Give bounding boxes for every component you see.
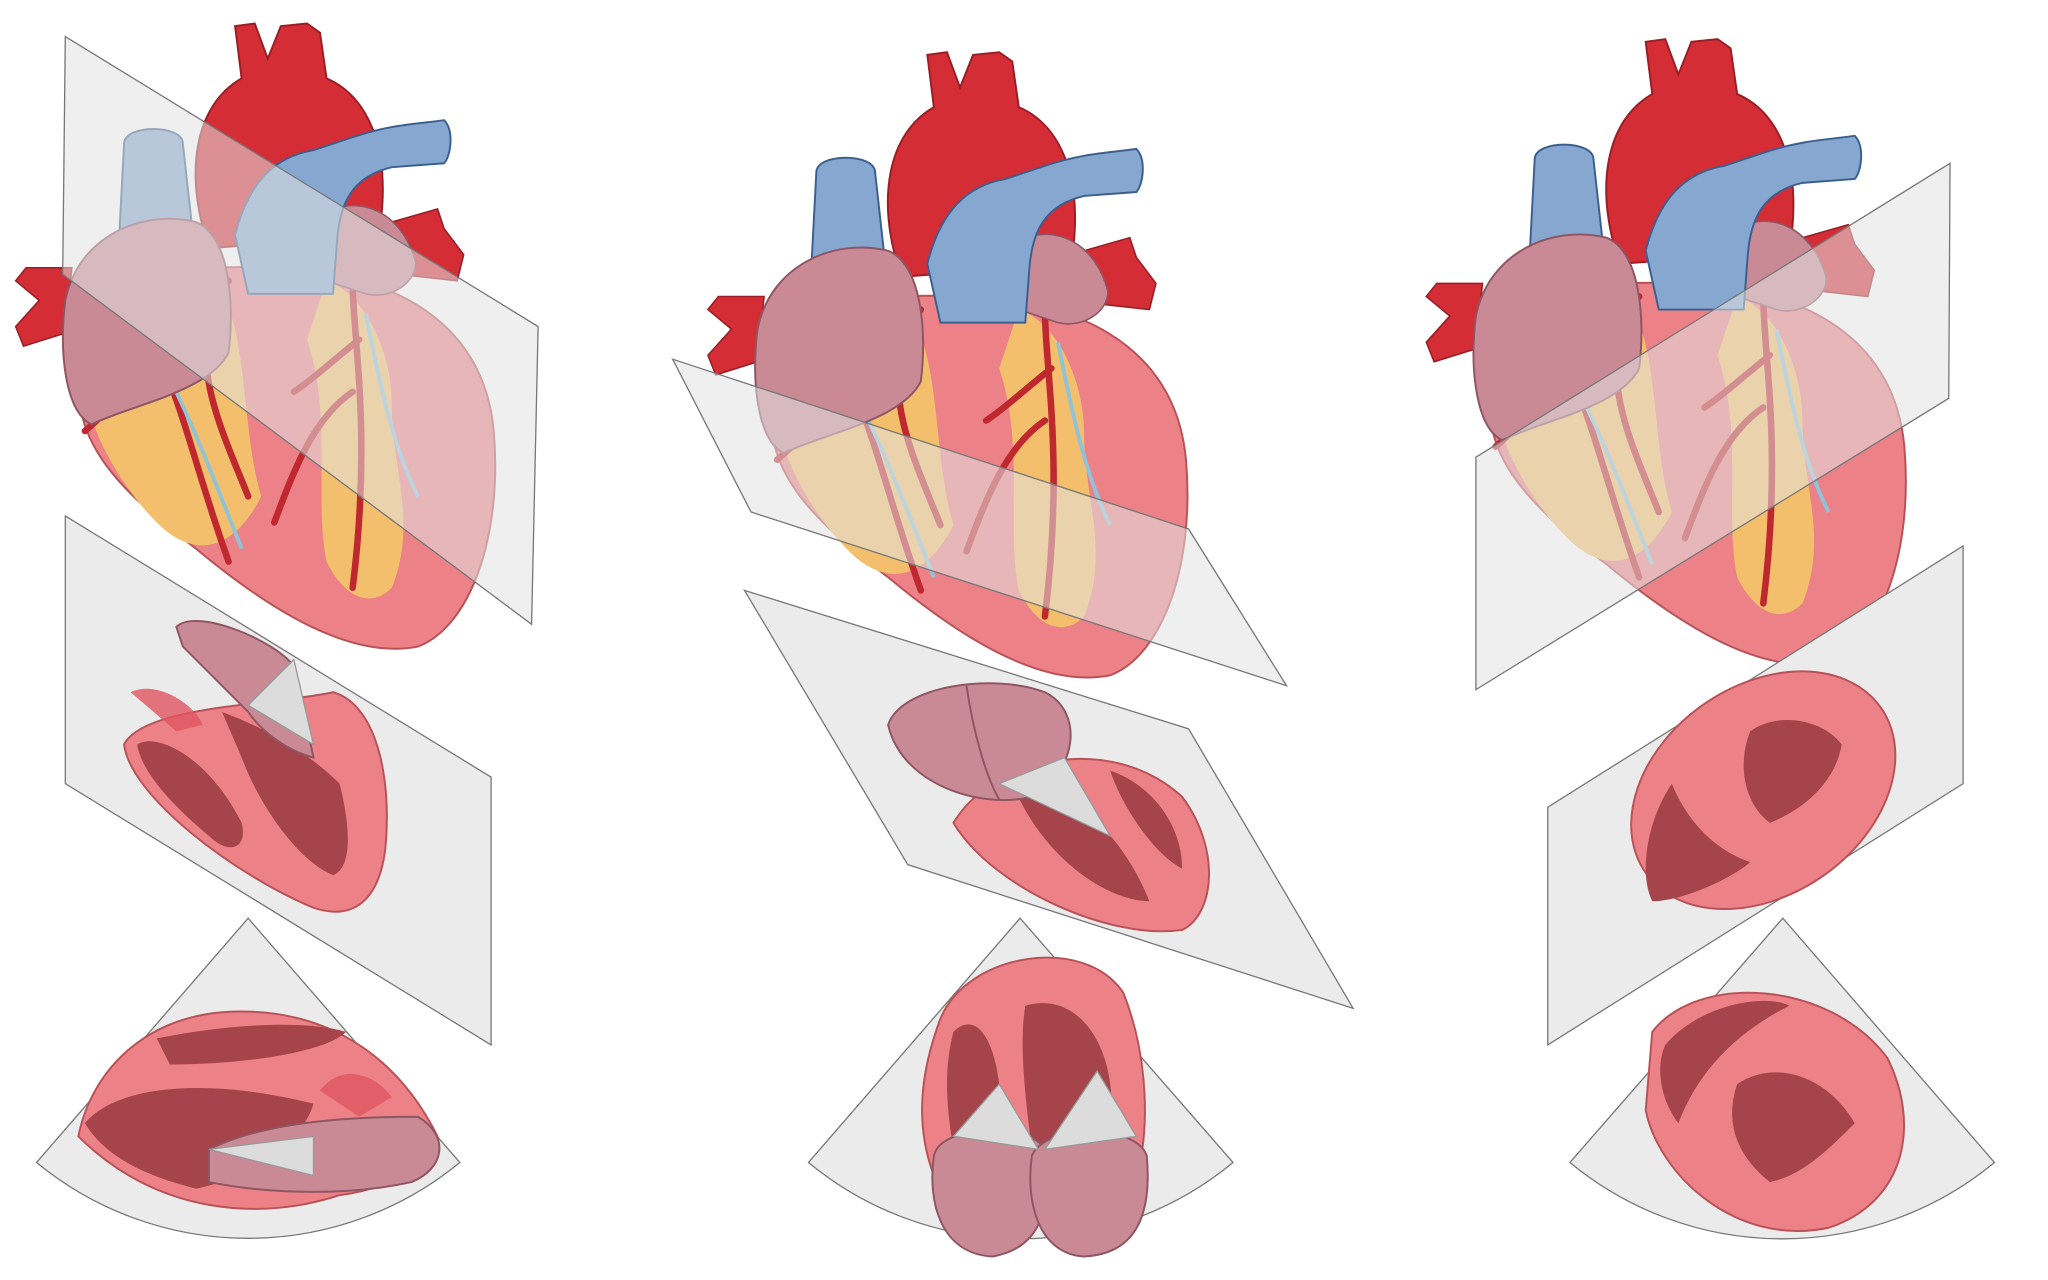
echo-short-axis-view	[1644, 991, 1905, 1233]
panel-short-axis	[1426, 39, 1996, 1240]
imaging-plane	[1475, 162, 1951, 691]
long-axis-section	[123, 620, 388, 913]
echo-long-axis-view	[77, 1010, 441, 1210]
echo-four-chamber-view	[921, 956, 1149, 1258]
short-axis-section	[1630, 670, 1897, 910]
panel-long-axis	[16, 24, 539, 1239]
panel-four-chamber	[671, 52, 1355, 1258]
imaging-plane	[62, 35, 539, 626]
imaging-plane	[671, 358, 1289, 687]
four-chamber-section	[887, 682, 1210, 933]
